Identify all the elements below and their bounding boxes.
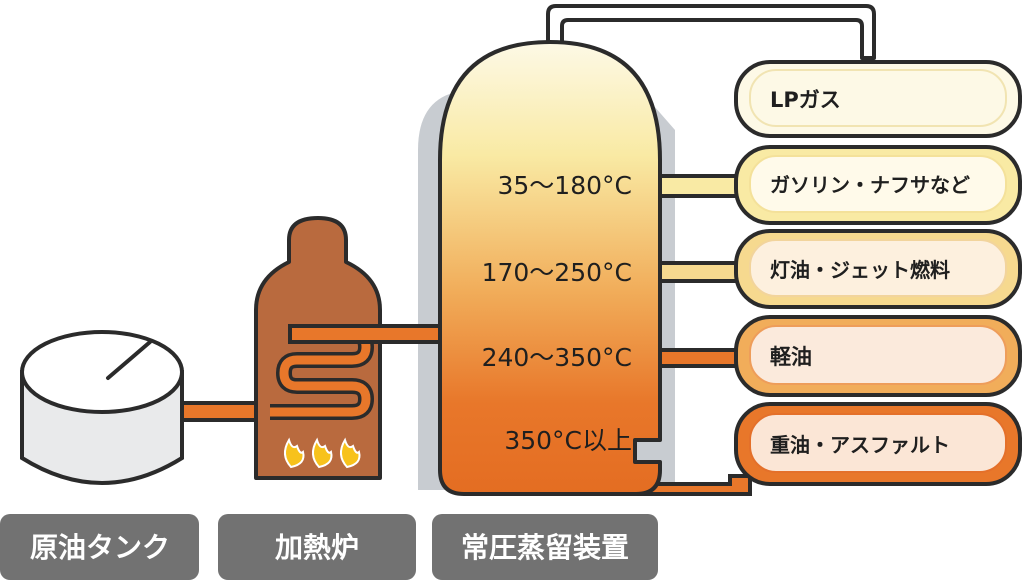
flame-icon bbox=[312, 437, 333, 469]
distillation-column bbox=[438, 40, 662, 496]
product-diesel: 軽油 bbox=[734, 315, 1022, 397]
stage-label-column: 常圧蒸留装置 bbox=[461, 531, 629, 564]
crude-oil-tank bbox=[20, 330, 184, 485]
temperature-label: 240～350°C bbox=[482, 343, 632, 372]
temperature-label: 350°C以上 bbox=[504, 426, 632, 455]
flame-icon bbox=[340, 437, 361, 469]
product-gasoline: ガソリン・ナフサなど bbox=[734, 145, 1022, 225]
overhead-pipe bbox=[546, 4, 876, 60]
stage-labels: 原油タンク 加熱炉 常圧蒸留装置 bbox=[0, 514, 658, 580]
temperature-label: 35～180°C bbox=[498, 171, 633, 200]
stage-label-tank: 原油タンク bbox=[30, 531, 170, 564]
product-label: 重油・アスファルト bbox=[770, 433, 950, 457]
product-kerosene: 灯油・ジェット燃料 bbox=[734, 229, 1022, 309]
stage-label-bg bbox=[218, 514, 416, 580]
product-lpg: LPガス bbox=[734, 60, 1022, 138]
product-heavy-oil: 重油・アスファルト bbox=[734, 402, 1022, 486]
stage-label-bg bbox=[0, 514, 199, 580]
stage-label-furnace: 加熱炉 bbox=[275, 531, 359, 564]
product-pills: LPガス ガソリン・ナフサなど 灯油・ジェット燃料 軽油 重油・アスファルト bbox=[734, 60, 1022, 486]
product-label: ガソリン・ナフサなど bbox=[770, 173, 970, 197]
flame-icons bbox=[284, 437, 361, 469]
product-label: 軽油 bbox=[770, 345, 812, 369]
temperature-labels: 35～180°C 170～250°C 240～350°C 350°C以上 bbox=[482, 171, 632, 455]
product-label: LPガス bbox=[770, 88, 841, 112]
product-label: 灯油・ジェット燃料 bbox=[770, 258, 950, 282]
heating-furnace bbox=[254, 216, 382, 480]
flame-icon bbox=[284, 437, 305, 469]
stage-label-bg bbox=[432, 514, 658, 580]
furnace-outlet-pipe bbox=[288, 324, 450, 344]
temperature-label: 170～250°C bbox=[482, 258, 632, 287]
